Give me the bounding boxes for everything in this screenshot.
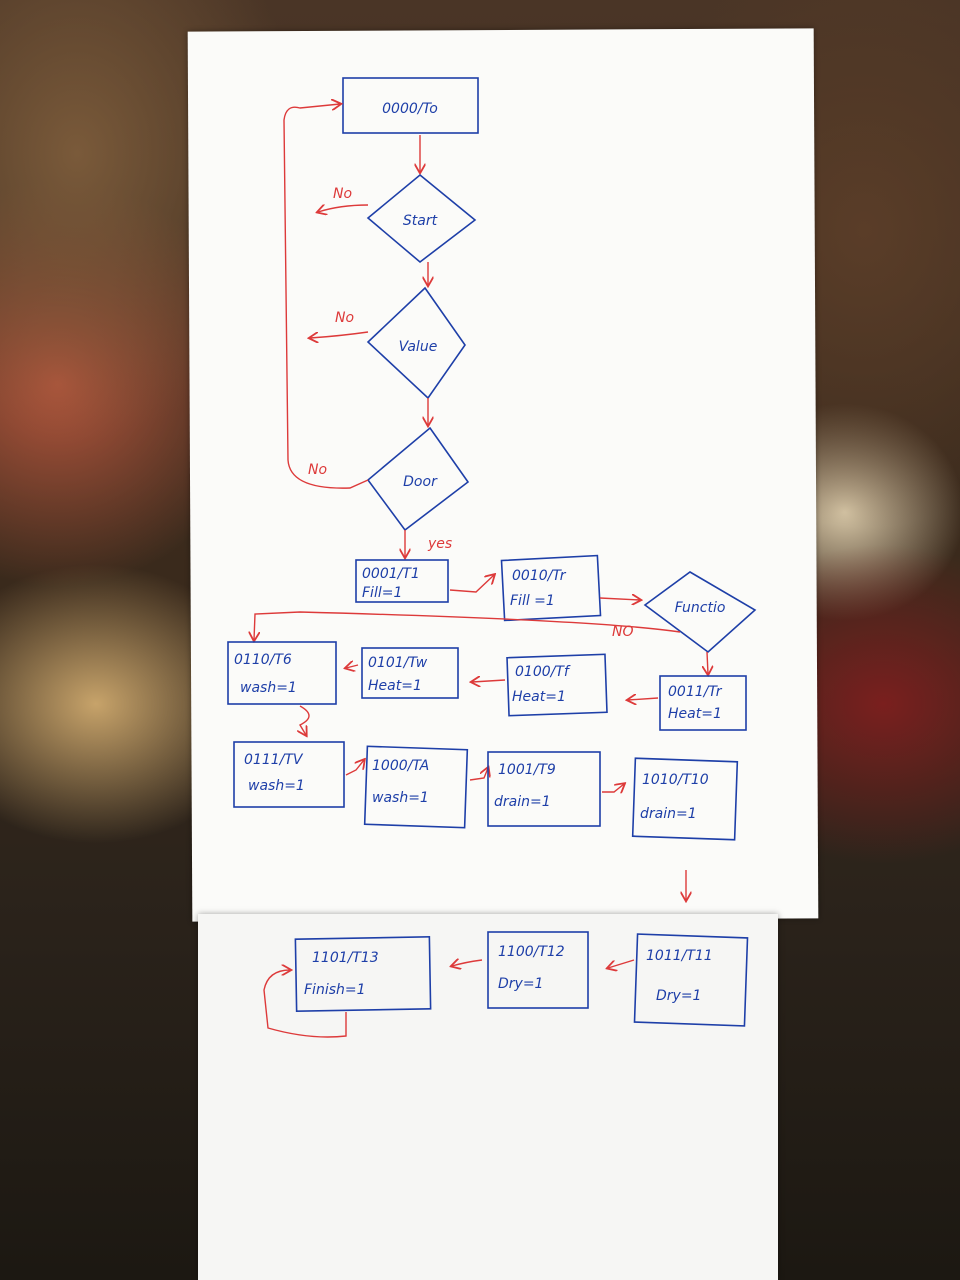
state-t13-output: Finish=1: [304, 982, 366, 998]
state-t3-output: Heat=1: [668, 706, 722, 722]
state-t6-code: 0110/T6: [234, 652, 292, 668]
state-t10-output: drain=1: [640, 806, 697, 822]
arrow-value-no: [310, 331, 369, 338]
state-t4-output: Heat=1: [512, 689, 566, 705]
state-t11-output: Dry=1: [656, 988, 701, 1004]
decision-start-label: Start: [403, 213, 438, 229]
state-t12-code: 1100/T12: [498, 944, 565, 960]
arrow-t12-t13: [452, 960, 483, 966]
state-t13-box: 1101/T13 Finish=1: [294, 936, 432, 1012]
arrow-t4-t5: [472, 680, 506, 682]
state-t9-output: drain=1: [494, 794, 551, 810]
state-t10-box: 1010/T10 drain=1: [631, 757, 739, 841]
decision-function: Functio: [643, 571, 757, 654]
decision-door: Door: [366, 426, 470, 532]
arrow-t6-t7: [300, 705, 310, 735]
decision-start: Start: [366, 173, 477, 264]
label-no-door: No: [308, 462, 327, 478]
state-t10-code: 1010/T10: [642, 772, 709, 788]
arrow-start-no: [318, 205, 369, 212]
state-t12-output: Dry=1: [498, 976, 543, 992]
arrow-finish-loop: [263, 970, 347, 1038]
state-t4-box: 0100/Tf Heat=1: [506, 653, 608, 717]
arrow-t8-t9: [469, 768, 488, 781]
state-t7-output: wash=1: [248, 778, 305, 794]
state-t3-code: 0011/Tr: [668, 684, 723, 700]
state-t7-box: 0111/TV wash=1: [233, 741, 345, 808]
state-t2-code: 0010/Tr: [512, 568, 567, 584]
arrow-t2-function: [599, 598, 640, 600]
state-t2-output: Fill =1: [510, 593, 555, 609]
label-no-function: NO: [612, 624, 634, 640]
arrow-t5-t6: [346, 665, 359, 668]
decision-value: Value: [366, 286, 466, 400]
state-t1-box: 0001/T1 Fill=1: [355, 559, 449, 603]
state-t2-box: 0010/Tr Fill =1: [500, 554, 602, 622]
state-t11-box: 1011/T11 Dry=1: [633, 933, 749, 1027]
state-t12-box: 1100/T12 Dry=1: [487, 931, 589, 1009]
state-t6-output: wash=1: [240, 680, 297, 696]
state-t9-code: 1001/T9: [498, 762, 556, 778]
state-t0-label: 0000/To: [382, 101, 438, 117]
decision-value-label: Value: [399, 339, 438, 355]
state-t1-output: Fill=1: [362, 585, 402, 601]
state-t5-output: Heat=1: [368, 678, 422, 694]
label-yes-door: yes: [427, 536, 452, 552]
arrow-loop-back: [283, 104, 369, 489]
state-t3-box: 0011/Tr Heat=1: [659, 675, 747, 731]
label-no-value: No: [335, 310, 354, 326]
arrow-t1-t2: [449, 575, 494, 593]
state-t11-code: 1011/T11: [646, 948, 713, 964]
arrow-t11-t12: [608, 959, 635, 968]
state-t8-output: wash=1: [372, 790, 429, 806]
arrow-function-no: [254, 611, 681, 640]
arrow-function-t3: [707, 651, 708, 674]
arrow-t7-t8: [345, 760, 364, 776]
state-t9-box: 1001/T9 drain=1: [487, 751, 601, 827]
state-t7-code: 0111/TV: [244, 752, 304, 768]
state-t8-box: 1000/TA wash=1: [363, 745, 469, 829]
state-t8-code: 1000/TA: [372, 758, 429, 774]
arrow-t3-t4: [628, 698, 659, 700]
state-t13-code: 1101/T13: [312, 950, 379, 966]
state-t4-code: 0100/Tf: [515, 664, 571, 680]
state-t5-box: 0101/Tw Heat=1: [361, 647, 459, 699]
decision-function-label: Functio: [675, 600, 726, 616]
state-t0-box: 0000/To: [342, 77, 479, 134]
state-t5-code: 0101/Tw: [368, 655, 428, 671]
state-t6-box: 0110/T6 wash=1: [227, 641, 337, 705]
decision-door-label: Door: [403, 474, 438, 490]
state-t1-code: 0001/T1: [362, 566, 420, 582]
label-no-start: No: [333, 186, 352, 202]
arrow-t9-t10: [602, 784, 624, 792]
